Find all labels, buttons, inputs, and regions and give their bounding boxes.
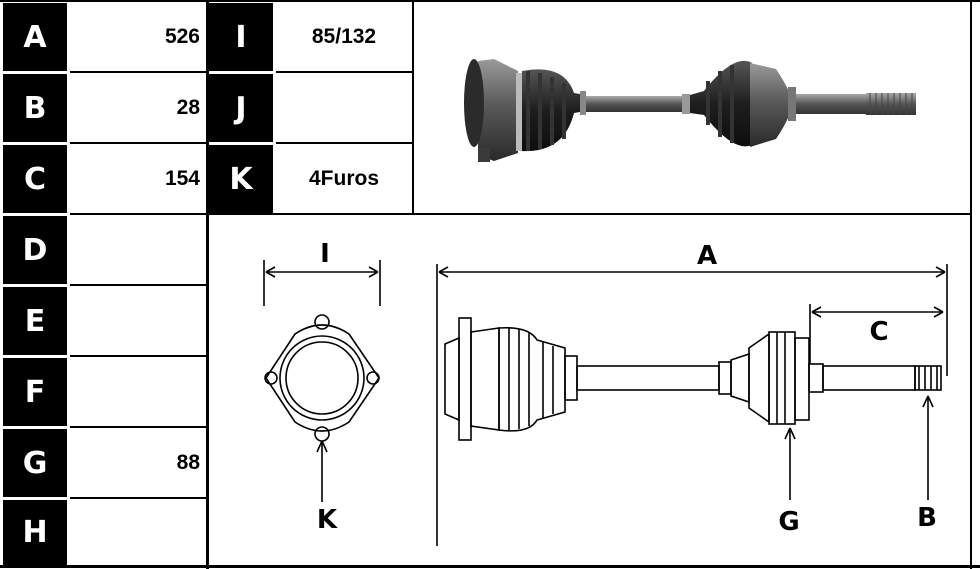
section-divider xyxy=(206,213,972,215)
row-divider xyxy=(70,497,206,499)
diagram-label-b: B xyxy=(917,503,937,533)
dimension-arrows xyxy=(265,266,379,278)
flange-bore xyxy=(279,335,365,421)
spec-letter-b: B xyxy=(3,74,67,142)
boot-clamp xyxy=(718,361,732,395)
diagram-label-c: C xyxy=(869,317,888,347)
row-divider xyxy=(70,142,206,144)
spec-value-h xyxy=(70,500,206,565)
border-right xyxy=(970,0,972,569)
row-divider xyxy=(276,142,412,144)
leader-arrow xyxy=(922,395,934,408)
spline-end xyxy=(914,365,942,391)
spec-value-c: 154 xyxy=(70,145,206,213)
stub-shaft xyxy=(822,365,916,391)
bolt-hole xyxy=(366,371,380,385)
row-divider xyxy=(70,355,206,357)
spec-value-a: 526 xyxy=(70,3,206,71)
spec-letter-a: A xyxy=(3,3,67,71)
intermediate-shaft xyxy=(576,365,720,391)
inner-joint xyxy=(470,327,500,431)
spec-letter-h: H xyxy=(3,500,67,565)
row-divider xyxy=(70,71,206,73)
spec-value-j xyxy=(276,74,412,142)
flange-outline xyxy=(265,324,380,432)
diagram-label-a: A xyxy=(697,241,717,271)
stub-collar xyxy=(808,363,824,393)
leader-arrow xyxy=(316,440,328,453)
spec-value-i: 85/132 xyxy=(276,3,412,71)
spec-letter-f: F xyxy=(3,358,67,426)
column-divider xyxy=(206,0,209,569)
border-top xyxy=(0,0,980,2)
flange-face xyxy=(444,336,460,422)
spec-value-g: 88 xyxy=(70,429,206,497)
driveshaft-diagram: I A C K G B xyxy=(263,239,948,546)
spec-letter-i: I xyxy=(209,3,273,71)
diagram-label-k: K xyxy=(317,505,338,535)
inner-boot xyxy=(498,326,566,432)
driveshaft-photo xyxy=(464,59,916,162)
dimension-arrows xyxy=(811,306,944,318)
spec-letter-j: J xyxy=(209,74,273,142)
spec-value-e xyxy=(70,287,206,355)
bolt-hole xyxy=(314,426,330,442)
diagram-label-g: G xyxy=(778,507,799,537)
column-divider xyxy=(412,0,414,215)
bolt-hole xyxy=(314,314,330,330)
spec-letter-c: C xyxy=(3,145,67,213)
outer-boot xyxy=(748,332,770,424)
spec-letter-g: G xyxy=(3,429,67,497)
spec-value-k: 4Furos xyxy=(276,145,412,213)
row-divider xyxy=(70,426,206,428)
dimension-arrows xyxy=(438,266,946,278)
outer-boot xyxy=(730,352,750,404)
flange-plate xyxy=(458,317,472,441)
diagram-label-i: I xyxy=(320,239,330,269)
spec-letter-e: E xyxy=(3,287,67,355)
row-divider xyxy=(70,213,206,215)
bolt-hole xyxy=(264,371,278,385)
row-divider xyxy=(70,284,206,286)
spec-value-b: 28 xyxy=(70,74,206,142)
spec-value-d xyxy=(70,216,206,284)
leader-arrow xyxy=(784,427,796,440)
spec-letter-d: D xyxy=(3,216,67,284)
flange-bore-inner xyxy=(285,341,359,415)
abs-ring xyxy=(794,337,810,421)
spec-value-f xyxy=(70,358,206,426)
outer-joint xyxy=(768,331,796,425)
row-divider xyxy=(276,71,412,73)
border-bottom xyxy=(0,565,980,568)
spec-letter-k: K xyxy=(209,145,273,213)
boot-clamp xyxy=(564,355,578,401)
